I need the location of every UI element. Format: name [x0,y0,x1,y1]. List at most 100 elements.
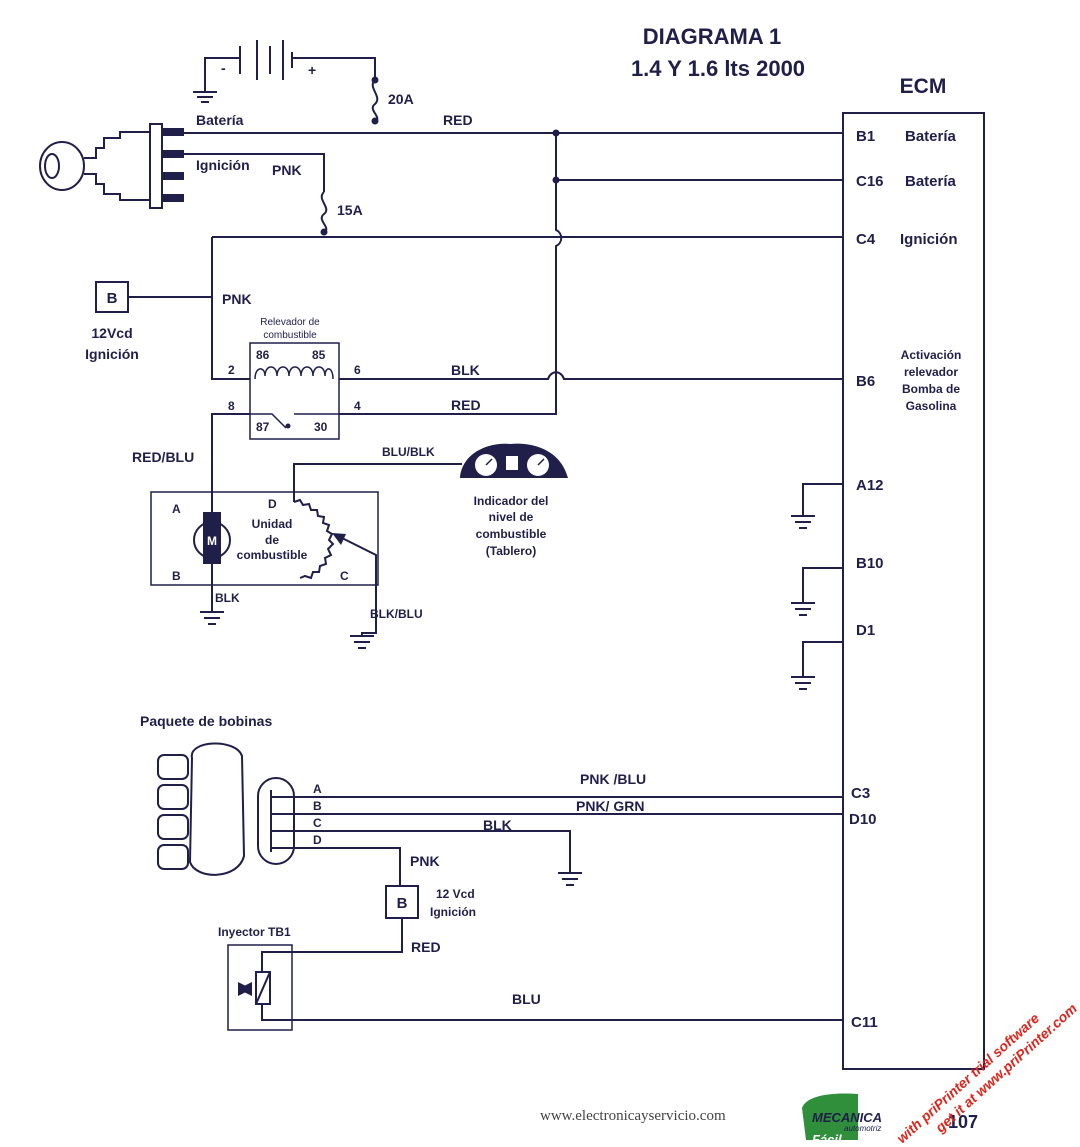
coil-pin-a: A [313,782,322,796]
injector-supply-box: B [385,885,419,919]
fuel-unit-label-3: combustible [237,548,308,562]
ecm-pin-b6-desc-2: relevador [904,365,958,379]
ecm-label: ECM [900,75,947,98]
battery-plus: + [308,62,316,78]
coil-pin-c: C [313,816,322,830]
fuel-unit-d: D [268,497,277,511]
injector-supply-box-label: B [397,895,408,912]
ecm-pin-b6: B6 [856,373,875,390]
fuel-unit-label-1: Unidad [252,517,293,531]
ecm-pin-c16-desc: Batería [905,173,957,190]
battery-ground-icon [193,91,217,103]
ecm-pin-b6-desc-1: Activación [901,348,962,362]
fuel-pump-motor-icon [203,512,221,564]
fuel-unit-label-2: de [265,533,279,547]
ecm-d1-ground-icon [791,676,815,690]
wire-red-injector-label: RED [411,939,441,955]
ecm-pin-d10: D10 [849,811,877,828]
ecm-pin-b6-desc-4: Gasolina [906,399,957,413]
ecm-pin-b1: B1 [856,128,875,145]
wire-red-blu-label: RED/BLU [132,449,194,465]
ignition-battery-terminal-label: Batería [196,112,244,128]
wire-pnk-relay-label: PNK [222,291,252,307]
fuse-20a-icon [371,79,379,123]
battery-symbol: - + [204,40,376,92]
wire-blu-injector-label: BLU [512,991,541,1007]
wire-blk-coil-label: BLK [483,817,512,833]
ecm-b10-ground-icon [791,602,815,616]
wire-pnk-blu-label: PNK /BLU [580,771,646,787]
sender-ground-icon [350,635,374,649]
injector-icon [227,944,293,1031]
coil-pack-icon [157,742,295,876]
fuse-15a-icon [320,191,328,233]
wire-blk-b6-label: BLK [451,362,480,378]
relay-pin-6: 6 [354,363,361,377]
battery-minus: - [221,60,226,76]
ecm-pin-c3: C3 [851,785,870,802]
relay-pin-2: 2 [228,363,235,377]
relay-t87: 87 [256,420,270,434]
diagram-title: DIAGRAMA 1 [643,24,782,49]
ignition-source-box-label: B [107,290,118,307]
ecm-a12-ground-icon [791,515,815,529]
relay-pin-4: 4 [354,399,361,413]
relay-pin-8: 8 [228,399,235,413]
fuel-unit-b: B [172,569,181,583]
watermark: with priPrinter trial software get it at… [893,1000,1080,1146]
ignition-key-icon [39,123,184,209]
footer-url[interactable]: www.electronicayservicio.com [540,1108,726,1124]
wire-pnk-coil-label: PNK [410,853,440,869]
injector-supply-volt: 12 Vcd [436,887,475,901]
relay-t86: 86 [256,348,270,362]
ignition-source-label: Ignición [85,346,139,362]
ecm-pin-a12: A12 [856,477,884,494]
wire-pnk-grn-label: PNK/ GRN [576,798,644,814]
logo-line-1: MECANICA [812,1110,882,1125]
gauge-label-2: nivel de [489,510,534,524]
fuel-unit: A B C D M Unidad de combustible [150,463,462,633]
ecm-pin-c16: C16 [856,173,884,190]
ignition-source-box: B [95,281,129,313]
wire-red-relay-label: RED [451,397,481,413]
page-number: 107 [948,1112,978,1132]
logo-line-2: automotriz [844,1124,881,1133]
ignition-terminal-label: Ignición [196,157,250,173]
mecanica-facil-logo: MECANICA automotriz Fácil [802,1093,882,1147]
fuel-relay: Relevador de combustible 86 85 87 30 [249,317,340,440]
ecm-pin-b10: B10 [856,555,884,572]
relay-title-2: combustible [263,330,317,341]
ecm-pin-c4-desc: Ignición [900,231,958,248]
fuse-15a-label: 15A [337,202,363,218]
ignition-source-volt: 12Vcd [91,325,132,341]
gauge-label-4: (Tablero) [486,544,536,558]
injector-label: Inyector TB1 [218,925,291,939]
ecm-pin-b1-desc: Batería [905,128,957,145]
relay-t85: 85 [312,348,326,362]
ecm-pin-c4: C4 [856,231,876,248]
ecm-pin-c11: C11 [851,1014,878,1031]
gauge-label-3: combustible [476,527,547,541]
fuel-unit-c: C [340,569,349,583]
dashboard-gauge-icon [460,443,568,478]
coil-pin-b: B [313,799,322,813]
pump-ground-icon [200,611,224,625]
ecm-pin-b6-desc-3: Bomba de [902,382,960,396]
fuse-20a-label: 20A [388,91,414,107]
diagram-subtitle: 1.4 Y 1.6 lts 2000 [631,56,805,81]
wire-blk-blu-label: BLK/BLU [370,607,423,621]
gauge-label-1: Indicador del [474,494,549,508]
relay-t30: 30 [314,420,328,434]
fuel-pump-motor-label: M [207,534,217,548]
injector-supply-label: Ignición [430,905,476,919]
wire-pnk-ign-label: PNK [272,162,302,178]
wire-blk-pump-label: BLK [215,591,240,605]
ecm-pin-d1: D1 [856,622,875,639]
fuel-unit-a: A [172,502,181,516]
ecm-module: ECM B1 Batería C16 Batería C4 Ignición B… [842,75,985,1070]
fuel-level-sender-icon [293,498,335,580]
relay-coil-icon [254,366,334,380]
wire-blu-blk-label: BLU/BLK [382,445,435,459]
relay-title-1: Relevador de [260,317,320,328]
